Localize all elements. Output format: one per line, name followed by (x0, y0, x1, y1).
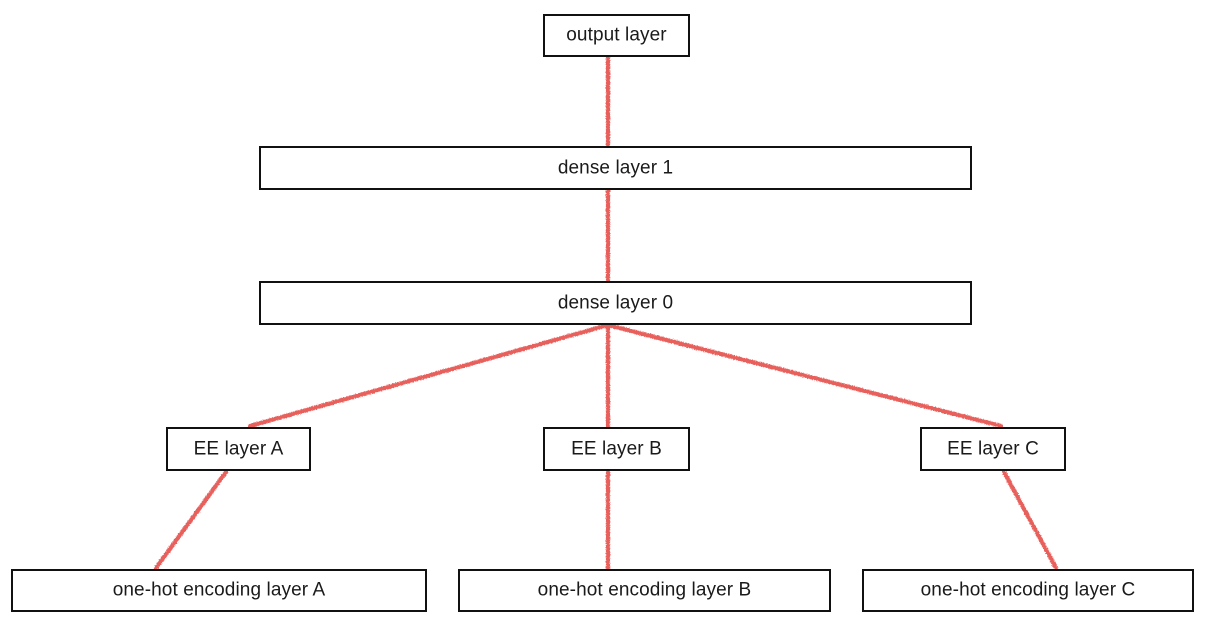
node-dense0[interactable]: dense layer 0 (259, 281, 972, 325)
node-label-onehot_b: one-hot encoding layer B (537, 579, 752, 601)
node-onehot_c[interactable]: one-hot encoding layer C (862, 569, 1194, 612)
connector-onehot_c-to-ee_c (1001, 469, 1059, 571)
connector-ee_c-to-dense0 (605, 322, 1004, 429)
node-ee_a[interactable]: EE layer A (166, 427, 311, 471)
node-label-onehot_a: one-hot encoding layer A (112, 579, 326, 601)
node-label-ee_a: EE layer A (193, 438, 284, 459)
connector-ee_a-to-dense0 (247, 322, 611, 429)
node-label-onehot_c: one-hot encoding layer C (920, 579, 1136, 601)
node-onehot_a[interactable]: one-hot encoding layer A (11, 569, 427, 612)
node-label-output: output layer (566, 24, 667, 46)
node-label-ee_b: EE layer B (571, 438, 662, 459)
node-dense1[interactable]: dense layer 1 (259, 146, 972, 190)
connector-onehot_a-to-ee_a (153, 469, 229, 571)
node-onehot_b[interactable]: one-hot encoding layer B (458, 569, 831, 612)
node-ee_c[interactable]: EE layer C (920, 427, 1066, 471)
node-ee_b[interactable]: EE layer B (543, 427, 690, 471)
node-label-dense0: dense layer 0 (557, 292, 674, 313)
node-label-dense1: dense layer 1 (557, 157, 674, 178)
node-label-ee_c: EE layer C (947, 438, 1039, 459)
node-output[interactable]: output layer (543, 14, 690, 57)
